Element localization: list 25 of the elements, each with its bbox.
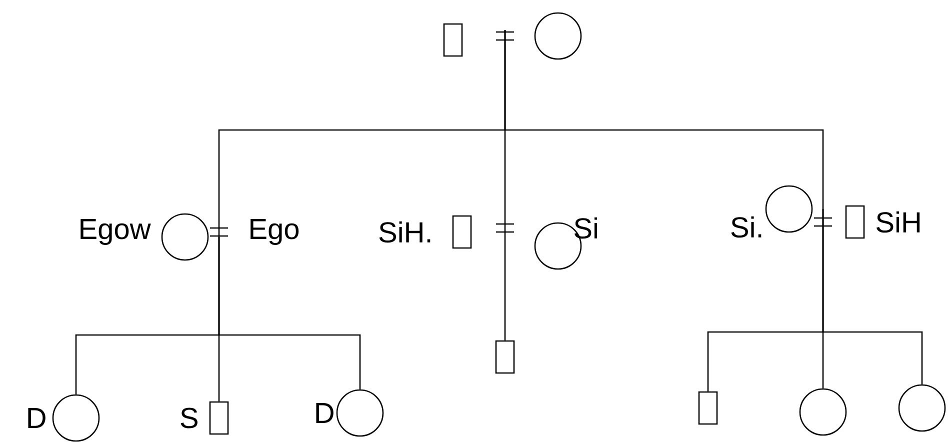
kin-label: Si xyxy=(574,217,598,239)
kin-label: Si. xyxy=(731,216,762,238)
descent-line xyxy=(822,209,923,384)
male-square xyxy=(209,401,229,435)
female-circle xyxy=(534,12,582,60)
male-square xyxy=(845,205,865,239)
female-circle xyxy=(52,394,100,442)
female-circle xyxy=(799,388,847,436)
descent-line xyxy=(218,237,361,390)
female-circle xyxy=(161,213,209,261)
kin-label: D xyxy=(28,408,46,428)
ego-label: Ego xyxy=(250,219,299,245)
descent-line xyxy=(504,30,824,388)
kin-label: SiH. xyxy=(379,221,430,243)
kin-label: Egow xyxy=(80,219,151,245)
male-square xyxy=(443,23,463,57)
male-square xyxy=(495,340,515,374)
kin-label: SiH xyxy=(876,211,920,233)
male-square xyxy=(698,391,718,425)
kin-label: S xyxy=(180,408,198,428)
female-circle xyxy=(765,185,813,233)
female-circle xyxy=(898,384,946,432)
female-circle xyxy=(336,389,384,437)
male-square xyxy=(452,215,472,249)
kin-label: D xyxy=(316,403,334,423)
